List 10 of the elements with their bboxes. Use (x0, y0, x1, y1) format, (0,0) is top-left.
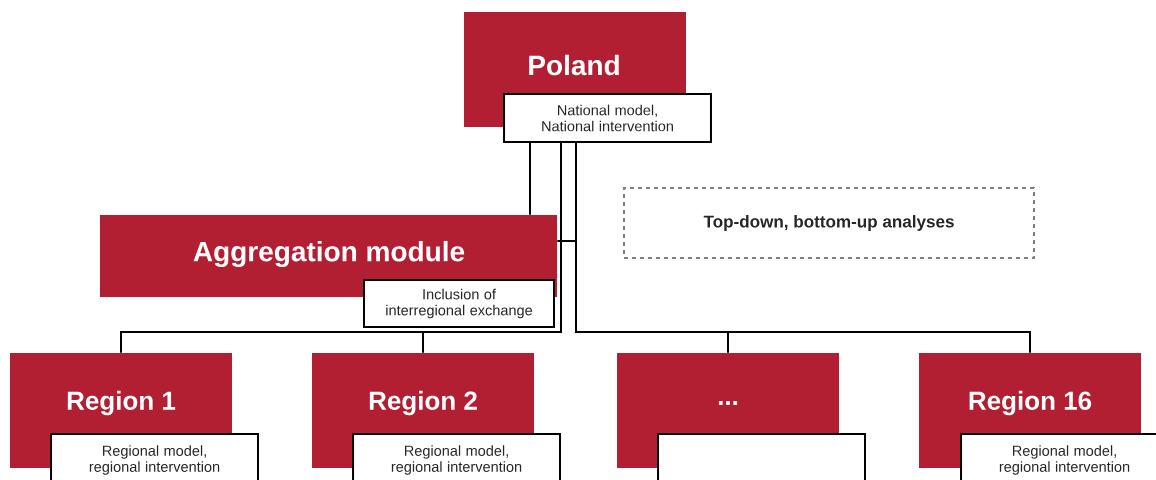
description-box: Regional model, regional intervention (352, 433, 561, 480)
description-box (657, 433, 866, 480)
connector-line (556, 142, 577, 242)
description-box: National model, National intervention (503, 93, 712, 143)
connector-line (422, 142, 562, 354)
dashed-note-box: Top-down, bottom-up analyses (623, 187, 1035, 259)
description-box: Regional model, regional intervention (50, 433, 259, 480)
connector-line (529, 142, 531, 216)
description-box: Regional model, regional intervention (960, 433, 1156, 480)
description-box: Inclusion of interregional exchange (363, 279, 555, 328)
